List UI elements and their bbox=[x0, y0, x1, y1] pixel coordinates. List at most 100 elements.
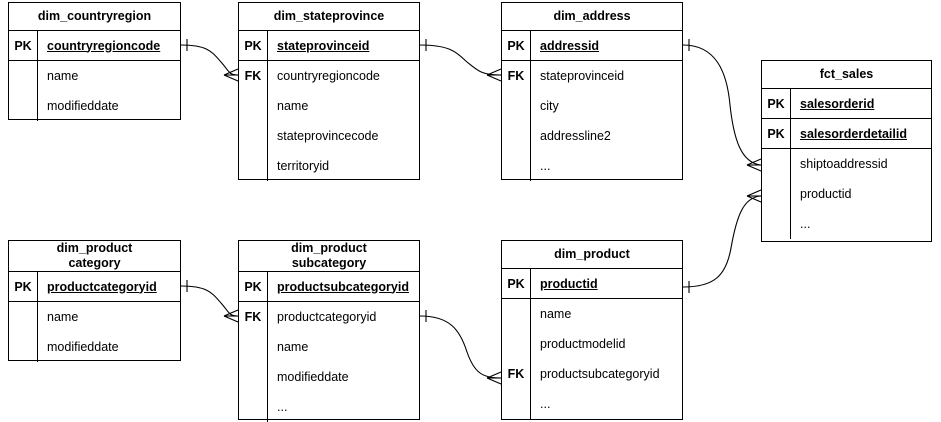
entity-title: dim_stateprovince bbox=[239, 3, 419, 31]
attribute-row: stateprovincecode bbox=[239, 121, 419, 151]
attribute-row: modifieddate bbox=[9, 91, 180, 121]
cardinality-many-marker bbox=[223, 315, 239, 323]
key-indicator: PK bbox=[502, 269, 531, 298]
key-indicator bbox=[239, 151, 268, 181]
attribute-name: name bbox=[540, 307, 572, 321]
attribute-name: stateprovincecode bbox=[277, 129, 379, 143]
cardinality-many-marker bbox=[746, 158, 762, 166]
attribute-name: ... bbox=[540, 397, 551, 411]
relationship-line bbox=[419, 44, 501, 76]
entity-title: dim_address bbox=[502, 3, 682, 31]
primary-key-row: PK addressid bbox=[502, 31, 682, 61]
key-indicator bbox=[239, 91, 268, 121]
attribute-name: salesorderdetailid bbox=[800, 126, 907, 141]
attribute-row: name bbox=[239, 332, 419, 362]
attribute-name: productcategoryid bbox=[47, 279, 157, 294]
attribute-name: ... bbox=[277, 400, 288, 414]
key-indicator: PK bbox=[502, 31, 531, 60]
relationship-product-to-fctsales bbox=[682, 189, 762, 293]
cardinality-many-marker bbox=[746, 164, 762, 172]
attribute-name: stateprovinceid bbox=[277, 38, 370, 53]
attribute-row: ... bbox=[762, 209, 931, 239]
entity-title: dim_product category bbox=[9, 241, 180, 272]
attribute-row: city bbox=[502, 91, 682, 121]
attribute-row: productmodelid bbox=[502, 329, 682, 359]
key-indicator bbox=[502, 389, 531, 419]
attribute-name: name bbox=[277, 99, 309, 113]
attribute-name: name bbox=[47, 310, 79, 324]
key-indicator bbox=[9, 91, 38, 121]
attribute-name: name bbox=[47, 69, 79, 83]
attribute-name: modifieddate bbox=[47, 99, 119, 113]
cardinality-many-marker bbox=[223, 74, 239, 82]
key-indicator bbox=[239, 332, 268, 362]
entity-attribute-list: FK countryregioncode name stateprovincecode… bbox=[239, 61, 419, 181]
attribute-row: territoryid bbox=[239, 151, 419, 181]
cardinality-many-marker bbox=[223, 68, 239, 76]
key-indicator: PK bbox=[239, 272, 268, 301]
relationship-subcategory-to-product bbox=[419, 310, 502, 385]
relationship-line bbox=[419, 315, 501, 379]
key-indicator bbox=[762, 209, 791, 239]
key-indicator: PK bbox=[762, 89, 791, 118]
attribute-name: countryregioncode bbox=[47, 38, 161, 53]
key-indicator: PK bbox=[239, 31, 268, 60]
key-indicator bbox=[9, 332, 38, 362]
entity-attribute-list: name modifieddate bbox=[9, 302, 180, 362]
relationship-productcategory-to-subcategory bbox=[180, 280, 239, 323]
attribute-name: stateprovinceid bbox=[540, 69, 625, 83]
attribute-name: ... bbox=[540, 159, 551, 173]
attribute-row: name bbox=[239, 91, 419, 121]
attribute-name: productmodelid bbox=[540, 337, 626, 351]
cardinality-many-marker bbox=[486, 371, 502, 379]
cardinality-many-marker bbox=[746, 189, 762, 197]
attribute-row: name bbox=[9, 302, 180, 332]
attribute-name: city bbox=[540, 99, 559, 113]
primary-key-row: PK productcategoryid bbox=[9, 272, 180, 302]
attribute-name: productcategoryid bbox=[277, 310, 377, 324]
key-indicator: PK bbox=[762, 119, 791, 148]
entity-attribute-list: name modifieddate bbox=[9, 61, 180, 121]
attribute-row: shiptoaddressid bbox=[762, 149, 931, 179]
key-indicator bbox=[239, 392, 268, 422]
attribute-row: addressline2 bbox=[502, 121, 682, 151]
key-indicator bbox=[502, 91, 531, 121]
relationship-stateprovince-to-address bbox=[419, 39, 502, 82]
attribute-name: addressline2 bbox=[540, 129, 611, 143]
key-indicator bbox=[762, 149, 791, 179]
entity-title: fct_sales bbox=[762, 61, 931, 89]
key-indicator bbox=[762, 179, 791, 209]
attribute-name: modifieddate bbox=[277, 370, 349, 384]
primary-key-row: PK salesorderdetailid bbox=[762, 119, 931, 149]
key-indicator bbox=[9, 302, 38, 332]
attribute-name: productid bbox=[540, 276, 598, 291]
relationship-line bbox=[180, 44, 238, 76]
attribute-name: productsubcategoryid bbox=[540, 367, 660, 381]
attribute-name: ... bbox=[800, 217, 811, 231]
attribute-name: addressid bbox=[540, 38, 600, 53]
key-indicator: PK bbox=[9, 272, 38, 301]
attribute-row: ... bbox=[502, 151, 682, 181]
primary-key-row: PK stateprovinceid bbox=[239, 31, 419, 61]
attribute-name: countryregioncode bbox=[277, 69, 380, 83]
attribute-row: modifieddate bbox=[9, 332, 180, 362]
key-indicator: FK bbox=[239, 61, 268, 91]
key-indicator bbox=[9, 61, 38, 91]
attribute-row: name bbox=[9, 61, 180, 91]
relationship-address-to-fctsales bbox=[682, 39, 762, 172]
